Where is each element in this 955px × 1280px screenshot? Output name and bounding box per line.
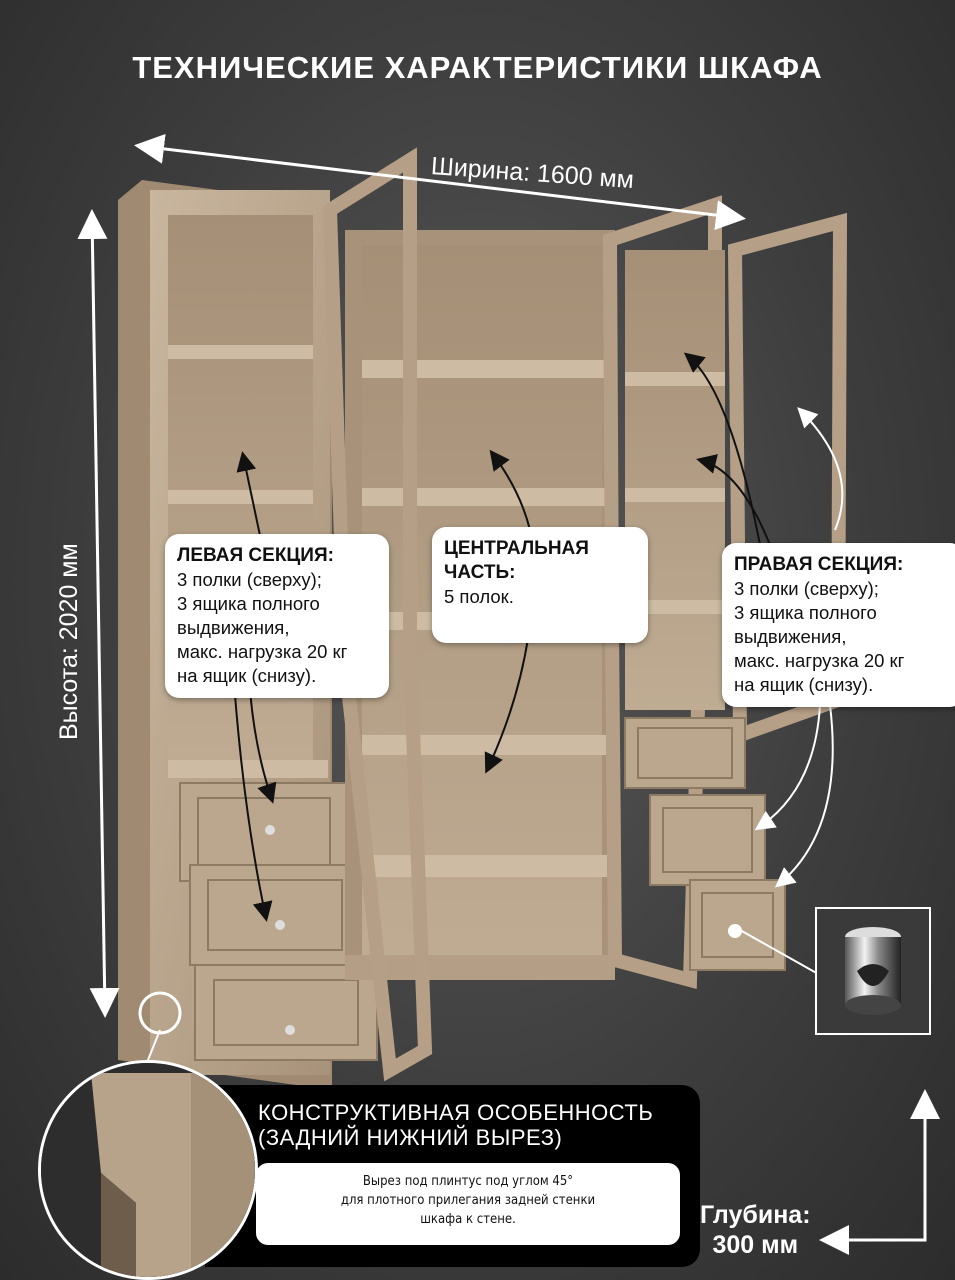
width-arrow <box>134 133 746 231</box>
detail-zoom-circle <box>38 1060 258 1280</box>
feature-desc-line: для плотного прилегания задней стенки <box>340 1193 596 1208</box>
right-section-line: 3 ящика полного <box>734 602 877 623</box>
left-section-line: 3 ящика полного <box>177 593 320 614</box>
feature-title: КОНСТРУКТИВНАЯ ОСОБЕННОСТЬ (ЗАДНИЙ НИЖНИ… <box>258 1100 653 1150</box>
right-section-line: на ящик (снизу). <box>734 674 874 695</box>
center-section-heading-2: ЧАСТЬ: <box>444 562 516 583</box>
pointer-arrows-white <box>139 407 844 1081</box>
right-section-line: выдвижения, <box>734 626 847 647</box>
left-section-line: 3 полки (сверху); <box>177 569 322 590</box>
feature-desc-line: Вырез под плинтус под углом 45° <box>362 1174 574 1189</box>
center-section-callout: ЦЕНТРАЛЬНАЯ ЧАСТЬ: 5 полок. <box>432 527 648 643</box>
left-section-callout: ЛЕВАЯ СЕКЦИЯ: 3 полки (сверху); 3 ящика … <box>165 534 389 698</box>
right-section-heading: ПРАВАЯ СЕКЦИЯ: <box>734 554 904 575</box>
depth-arrow <box>819 1089 940 1255</box>
detail-ring <box>138 991 182 1035</box>
left-drawer-3 <box>194 964 378 1061</box>
depth-label-line2: 300 мм <box>712 1231 799 1259</box>
back-cutout-detail <box>41 1063 255 1277</box>
depth-label: Глубина: 300 мм <box>700 1200 811 1260</box>
feature-title-line2: (ЗАДНИЙ НИЖНИЙ ВЫРЕЗ) <box>258 1125 563 1150</box>
right-section-callout: ПРАВАЯ СЕКЦИЯ: 3 полки (сверху); 3 ящика… <box>722 543 955 707</box>
depth-label-line1: Глубина: <box>700 1201 811 1229</box>
left-section-line: макс. нагрузка 20 кг <box>177 641 348 662</box>
feature-title-line1: КОНСТРУКТИВНАЯ ОСОБЕННОСТЬ <box>258 1100 654 1125</box>
feature-description: Вырез под плинтус под углом 45° для плот… <box>256 1163 680 1245</box>
right-section-line: 3 полки (сверху); <box>734 578 879 599</box>
height-label: Высота: 2020 мм <box>55 543 83 740</box>
right-drawer-1 <box>624 717 746 789</box>
right-drawer-2 <box>649 794 766 886</box>
page-title: ТЕХНИЧЕСКИЕ ХАРАКТЕРИСТИКИ ШКАФА <box>132 50 823 85</box>
left-section-line: выдвижения, <box>177 617 290 638</box>
handle-pointer-dot <box>728 924 742 938</box>
center-section-line: 5 полок. <box>444 586 514 607</box>
center-section-heading-1: ЦЕНТРАЛЬНАЯ <box>444 538 589 559</box>
left-section-line: на ящик (снизу). <box>177 665 317 686</box>
right-section <box>624 212 848 971</box>
handle-closeup <box>815 907 931 1035</box>
right-section-line: макс. нагрузка 20 кг <box>734 650 905 671</box>
knob-icon <box>845 927 901 1015</box>
height-arrow <box>77 209 120 1018</box>
feature-desc-line: шкафа к стене. <box>420 1212 516 1227</box>
left-drawer-2 <box>189 864 361 966</box>
left-section-heading: ЛЕВАЯ СЕКЦИЯ: <box>177 545 334 566</box>
